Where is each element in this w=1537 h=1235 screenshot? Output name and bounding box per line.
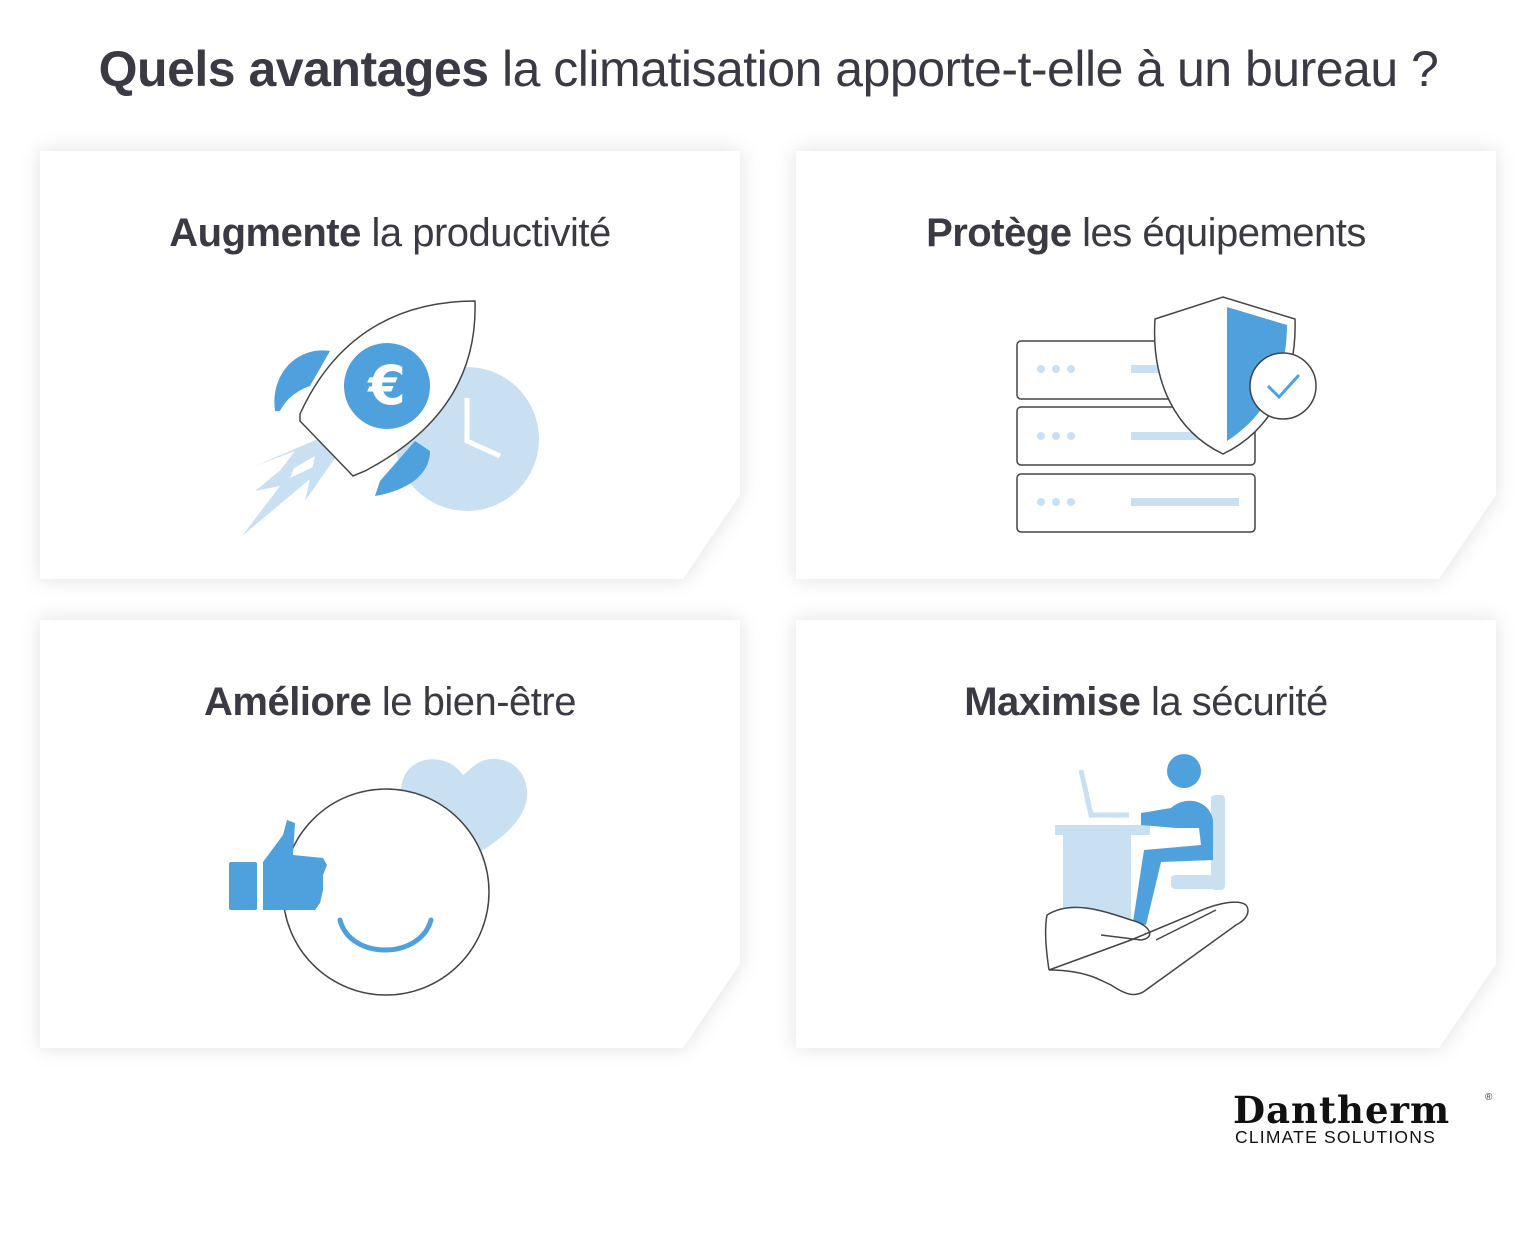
card-title: Améliore le bien-être xyxy=(204,680,576,724)
rocket-euro-clock-icon: € xyxy=(242,300,539,536)
card-equipment: Protège les équipements xyxy=(796,151,1496,579)
title-rest: la climatisation apporte-t-elle à un bur… xyxy=(501,41,1439,97)
card-productivity: Augmente la productivité € xyxy=(40,151,740,579)
card-wellbeing: Améliore le bien-être xyxy=(40,620,740,1048)
dantherm-logo: Dantherm ® CLIMATE SOLUTIONS xyxy=(1233,1088,1492,1147)
card-safety: Maximise la sécurité xyxy=(796,620,1496,1048)
svg-text:€: € xyxy=(366,354,406,417)
smiley-thumbs-up-heart-icon xyxy=(229,758,528,996)
logo-tagline: CLIMATE SOLUTIONS xyxy=(1235,1127,1436,1147)
card-title: Protège les équipements xyxy=(926,211,1366,255)
card-title: Augmente la productivité xyxy=(169,211,611,255)
server-shield-icon xyxy=(1016,296,1317,533)
page-title: Quels avantages la climatisation apporte… xyxy=(0,40,1537,98)
hand-person-desk-icon xyxy=(1044,754,1249,996)
logo-brand: Dantherm xyxy=(1233,1088,1451,1132)
title-bold: Quels avantages xyxy=(98,41,489,97)
logo-registered: ® xyxy=(1485,1092,1493,1103)
card-title: Maximise la sécurité xyxy=(964,680,1328,724)
